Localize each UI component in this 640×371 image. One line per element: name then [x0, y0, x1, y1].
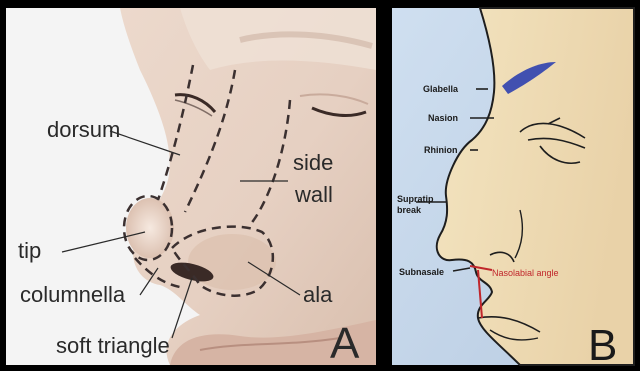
panel-b-letter: B: [588, 321, 617, 370]
label-dorsum: dorsum: [47, 117, 120, 142]
label-tip: tip: [18, 238, 41, 263]
label-side: side: [293, 150, 333, 175]
label-wall: wall: [294, 182, 333, 207]
label-nasion: Nasion: [428, 113, 458, 123]
panel-a-letter: A: [330, 319, 360, 368]
label-supratip-break: break: [397, 205, 422, 215]
ala-shape: [188, 234, 276, 290]
label-rhinion: Rhinion: [424, 145, 458, 155]
panel-b: Glabella Nasion Rhinion Supratip break S…: [392, 8, 634, 370]
label-soft-triangle: soft triangle: [56, 333, 170, 358]
panel-divider: [376, 8, 392, 365]
label-ala: ala: [303, 282, 333, 307]
label-nasolabial-angle: Nasolabial angle: [492, 268, 559, 278]
label-glabella: Glabella: [423, 84, 459, 94]
panel-a: dorsum side wall tip columnella ala soft…: [6, 8, 376, 368]
label-columnella: columnella: [20, 282, 126, 307]
label-subnasale: Subnasale: [399, 267, 444, 277]
label-supratip: Supratip: [397, 194, 434, 204]
